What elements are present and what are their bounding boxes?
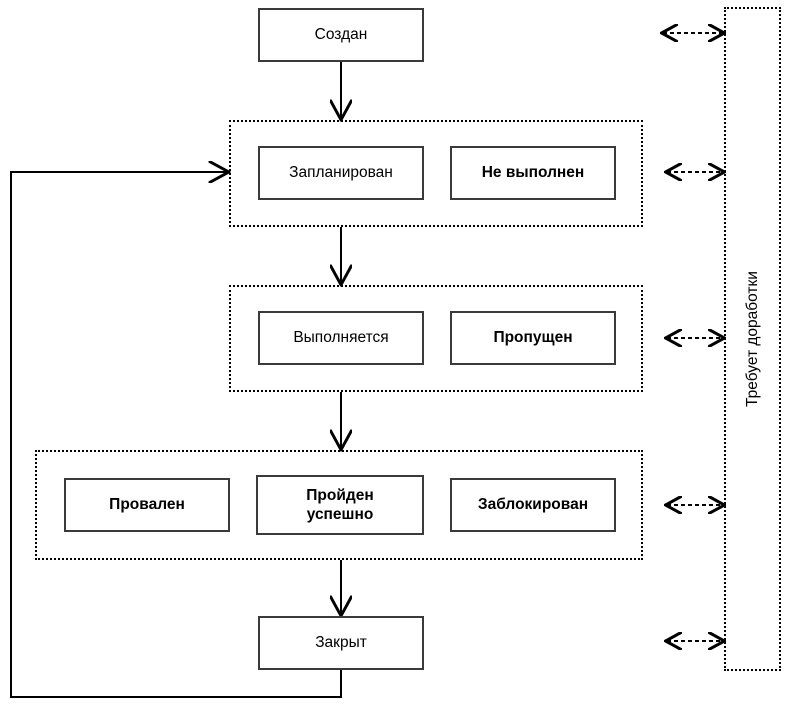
state-box-created[interactable]: Создан [258,8,424,62]
state-box-skipped[interactable]: Пропущен [450,311,616,365]
group-running [229,285,643,392]
state-box-not-done[interactable]: Не выполнен [450,146,616,200]
rework-panel-label: Требует доработки [743,271,761,407]
state-box-closed[interactable]: Закрыт [258,616,424,670]
group-planned [229,120,643,227]
state-box-planned[interactable]: Запланирован [258,146,424,200]
state-box-failed[interactable]: Провален [64,478,230,532]
rework-panel[interactable]: Требует доработки [724,7,781,671]
state-box-passed[interactable]: Пройден успешно [256,475,424,535]
state-box-blocked[interactable]: Заблокирован [450,478,616,532]
state-box-running[interactable]: Выполняется [258,311,424,365]
group-result [35,450,643,560]
rework-panel-label-wrapper: Требует доработки [726,9,779,669]
